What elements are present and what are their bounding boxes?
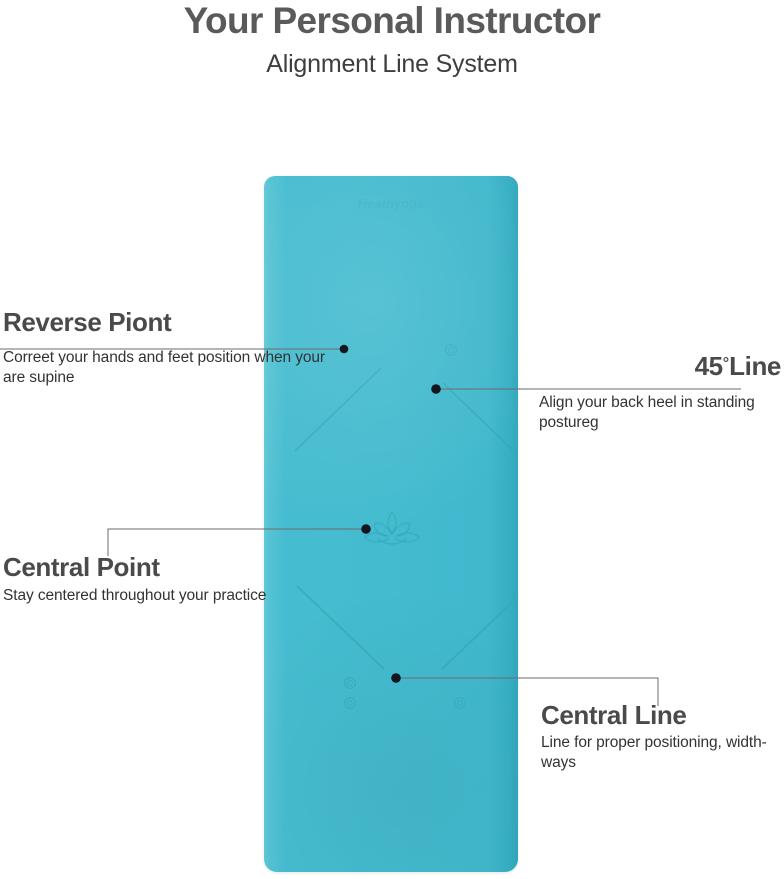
header: Your Personal Instructor Alignment Line …	[0, 0, 784, 78]
callout-reverse-point-title: Reverse Piont	[3, 307, 172, 337]
callout-central-line-body: Line for proper positioning, width-ways	[541, 734, 767, 771]
callout-reverse-point: Reverse Piont Correet your hands and fee…	[3, 307, 333, 388]
callout-45-line-word: Line	[729, 351, 781, 381]
lower-left-45-line	[296, 585, 385, 670]
callout-central-point-body: Stay centered throughout your practice	[3, 587, 267, 605]
page-title: Your Personal Instructor	[183, 0, 601, 41]
callout-central-line-title: Central Line	[541, 700, 687, 730]
upper-right-circle-marker	[444, 343, 458, 357]
yoga-mat-image: Heathyoga	[264, 176, 518, 872]
bottom-right-circle-marker	[453, 696, 467, 710]
lower-left-circle-marker	[343, 676, 357, 690]
bottom-left-circle-marker	[343, 696, 357, 710]
callout-45-line-body: Align your back heel in standing posture…	[539, 394, 755, 431]
svg-text:Heathyoga: Heathyoga	[358, 196, 424, 211]
callout-central-point: Central Point Stay centered throughout y…	[3, 552, 333, 606]
page-subtitle: Alignment Line System	[266, 49, 518, 78]
callout-45-line: 45°Line Align your back heel in standing…	[455, 351, 782, 433]
callout-central-line: Central Line Line for proper positioning…	[541, 700, 784, 773]
yoga-mat-surface: Heathyoga	[264, 176, 518, 872]
upper-left-45-line	[294, 367, 382, 452]
brand-watermark-icon: Heathyoga	[358, 196, 424, 211]
lotus-flower-logo-icon	[364, 511, 420, 545]
callout-45-line-title: 45°Line	[455, 351, 782, 381]
alignment-line-system-graphic: Heathyoga	[294, 196, 518, 834]
lower-right-45-line	[441, 595, 518, 670]
upper-right-45-line	[442, 382, 518, 457]
degree-symbol-icon: °	[722, 355, 730, 372]
callout-45-line-number: 45	[694, 351, 724, 381]
callout-reverse-point-body: Correet your hands and feet position whe…	[3, 349, 325, 386]
callout-central-point-title: Central Point	[3, 552, 160, 582]
